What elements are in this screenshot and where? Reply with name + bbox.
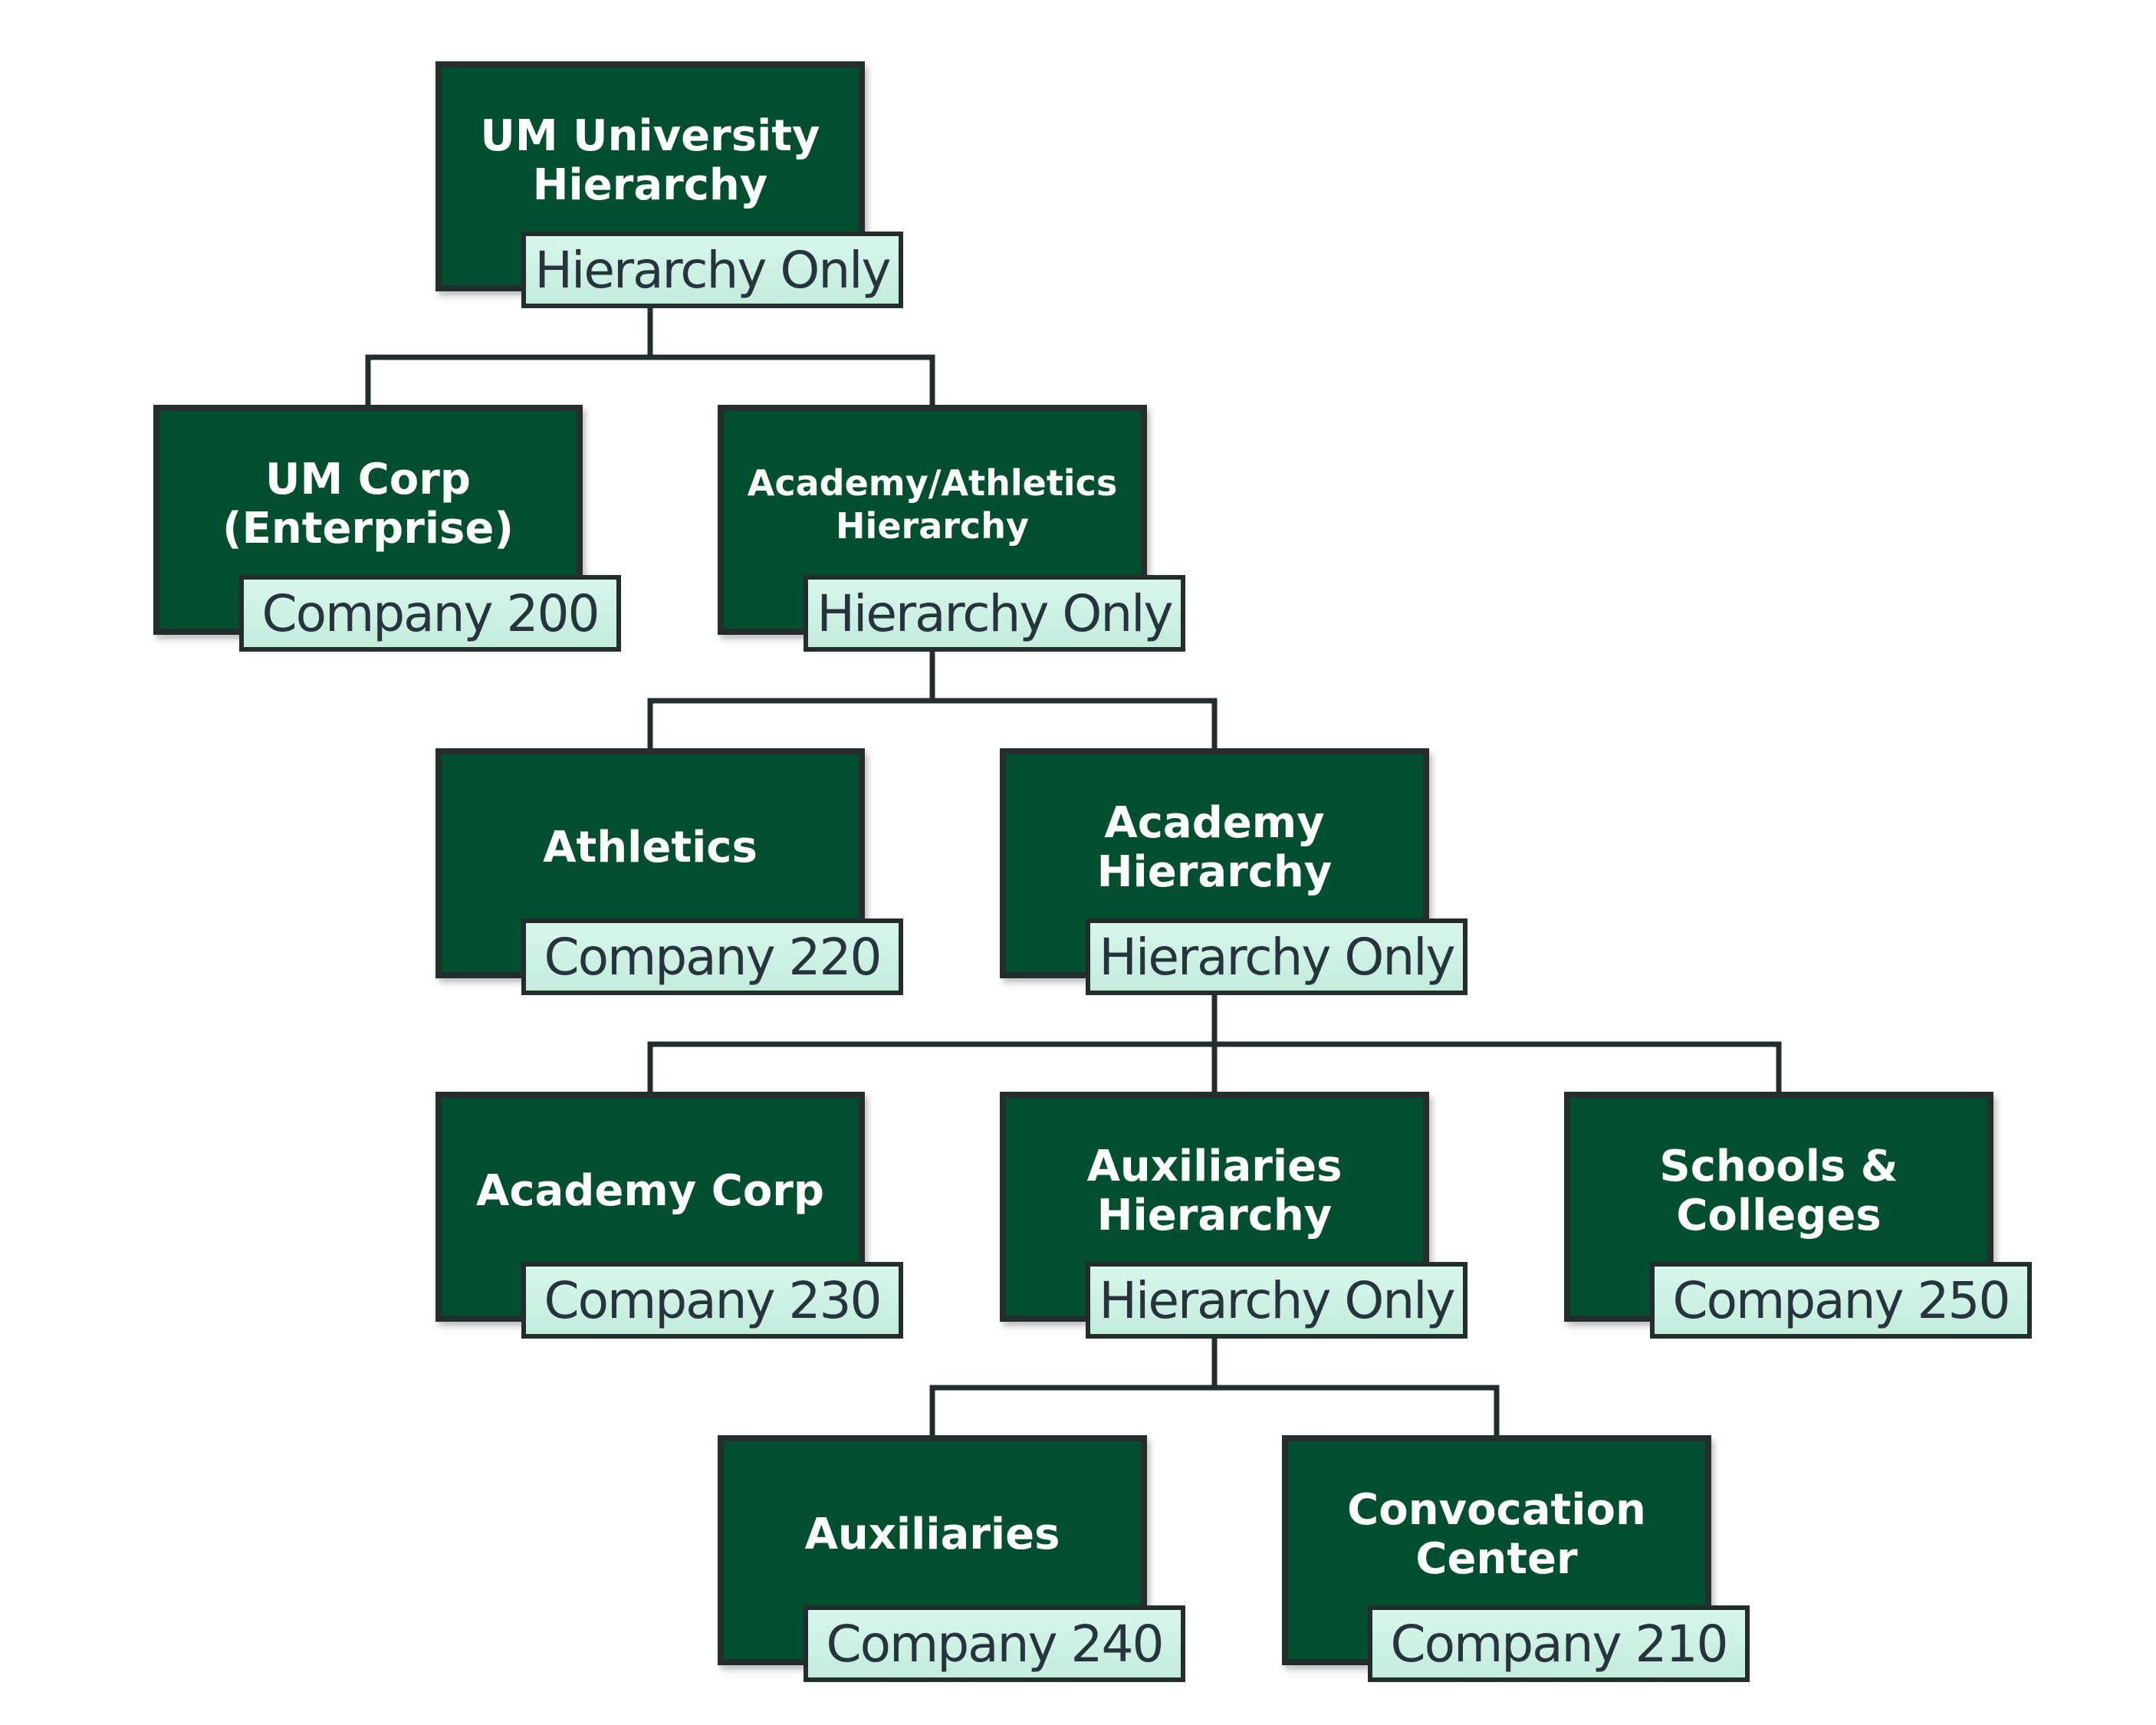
node-title: UM University Hierarchy [480, 111, 820, 210]
node-title: Schools & Colleges [1659, 1142, 1898, 1240]
node-title: Convocation Center [1347, 1485, 1646, 1584]
node-tag: Company 200 [239, 575, 621, 652]
node-box: Auxiliaries Hierarchy [1000, 1092, 1429, 1322]
node-tag: Company 240 [804, 1605, 1185, 1682]
node-tag-label: Company 240 [826, 1614, 1165, 1674]
node-tag-label: Company 250 [1672, 1270, 2011, 1330]
node-title: Academy Hierarchy [1096, 798, 1333, 897]
node-tag-label: Hierarchy Only [1099, 1270, 1455, 1330]
node-tag-label: Company 230 [544, 1270, 882, 1330]
node-box: Schools & Colleges [1564, 1092, 1993, 1322]
node-tag-label: Company 200 [261, 583, 600, 643]
node-title: UM Corp (Enterprise) [222, 455, 514, 554]
node-tag: Company 250 [1650, 1262, 2032, 1339]
node-tag: Company 220 [521, 918, 903, 995]
node-tag-label: Hierarchy Only [534, 240, 891, 300]
node-tag: Hierarchy Only [1086, 1262, 1467, 1339]
node-title: Academy Corp [475, 1166, 824, 1216]
node-tag: Company 230 [521, 1262, 903, 1339]
node-title: Auxiliaries [804, 1510, 1060, 1559]
node-tag-label: Company 220 [544, 927, 882, 987]
node-title: Auxiliaries Hierarchy [1086, 1142, 1343, 1240]
node-title: Academy/Athletics Hierarchy [747, 462, 1118, 547]
node-tag-label: Hierarchy Only [817, 583, 1173, 643]
node-tag: Hierarchy Only [521, 232, 903, 308]
node-tag: Company 210 [1368, 1605, 1750, 1682]
node-tag-label: Company 210 [1390, 1614, 1729, 1674]
node-tag-label: Hierarchy Only [1099, 927, 1455, 987]
node-title: Athletics [543, 823, 758, 872]
node-tag: Hierarchy Only [1086, 918, 1467, 995]
node-tag: Hierarchy Only [804, 575, 1185, 652]
